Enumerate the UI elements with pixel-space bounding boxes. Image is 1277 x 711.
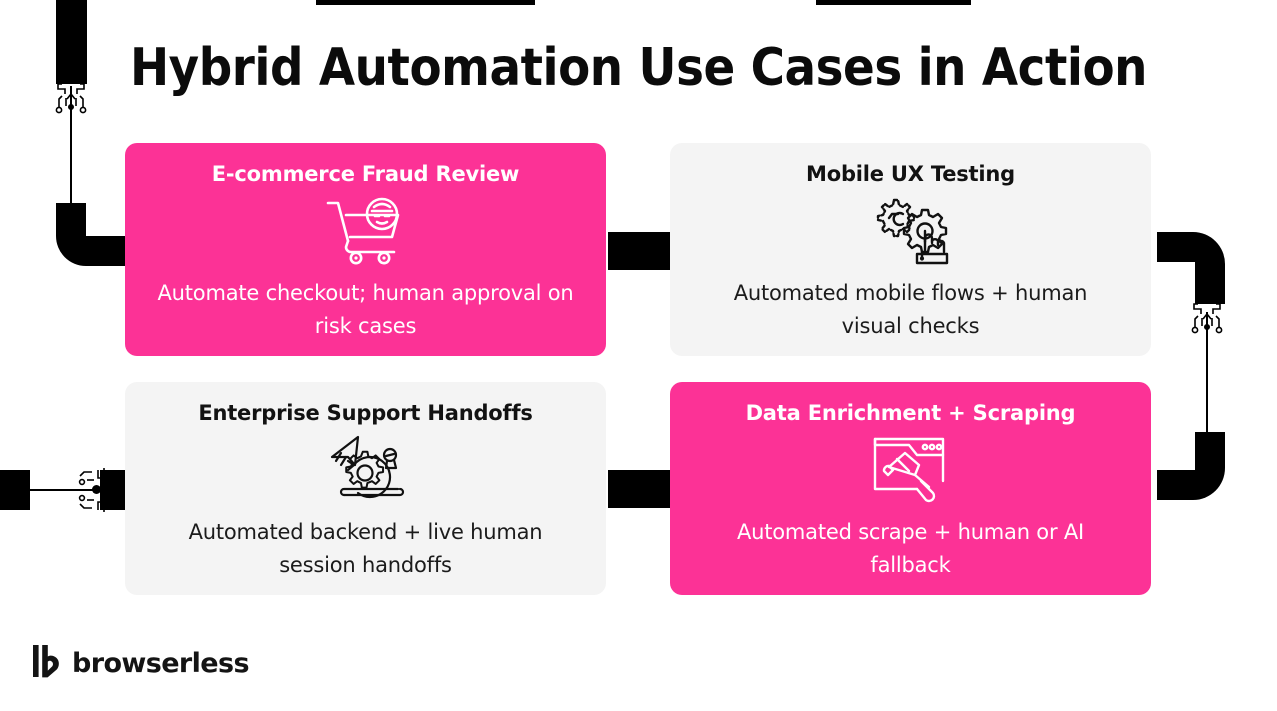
pipe-elbow-right-bottom-notch	[1157, 432, 1195, 470]
card-description: Automated scrape + human or AI fallback	[736, 520, 1085, 577]
brand-wordmark: browserless	[72, 648, 250, 679]
connector-line-right	[1206, 312, 1208, 434]
use-case-card-enterprise-support-handoffs[interactable]: Enterprise Support Handoffs Automated ba…	[125, 382, 606, 595]
gears-touch-hand-icon	[870, 195, 952, 267]
card-title: Mobile UX Testing	[806, 162, 1015, 186]
browserless-b-mark-icon	[33, 644, 61, 683]
top-edge-bar-right	[816, 0, 971, 5]
card-description: Automated backend + live human session h…	[188, 520, 543, 577]
card-title: Enterprise Support Handoffs	[198, 401, 533, 425]
use-case-card-data-enrichment-scraping[interactable]: Data Enrichment + Scraping Automated scr…	[670, 382, 1151, 595]
use-case-card-mobile-ux-testing[interactable]: Mobile UX Testing Automated mobile flows…	[670, 143, 1151, 356]
connector-line-top-left	[70, 86, 72, 204]
card-title: E-commerce Fraud Review	[211, 162, 520, 186]
card-title: Data Enrichment + Scraping	[745, 401, 1076, 425]
card-description: Automate checkout; human approval on ris…	[157, 281, 574, 338]
connector-dot-left	[92, 485, 101, 494]
circuit-trace-right-icon	[1184, 302, 1230, 341]
browser-scraper-tool-icon	[871, 434, 951, 506]
connector-bar-middle-top	[608, 232, 678, 270]
circuit-trace-top-left-icon	[48, 82, 94, 121]
pipe-stub-top-left	[56, 0, 87, 84]
connector-line-left	[22, 489, 97, 491]
page-title: Hybrid Automation Use Cases in Action	[129, 38, 1148, 98]
pipe-elbow-right-top-notch	[1157, 262, 1195, 304]
connector-bar-middle-bottom	[608, 470, 678, 508]
top-edge-bar-left	[316, 0, 535, 5]
gear-paper-plane-handoff-icon	[324, 434, 408, 506]
browserless-logo[interactable]: browserless	[33, 644, 250, 683]
circuit-trace-left-icon	[78, 466, 112, 519]
use-case-card-ecommerce-fraud-review[interactable]: E-commerce Fraud Review Automate checkou…	[125, 143, 606, 356]
card-description: Automated mobile flows + human visual ch…	[733, 281, 1088, 338]
shopping-cart-fraud-icon	[324, 195, 408, 267]
